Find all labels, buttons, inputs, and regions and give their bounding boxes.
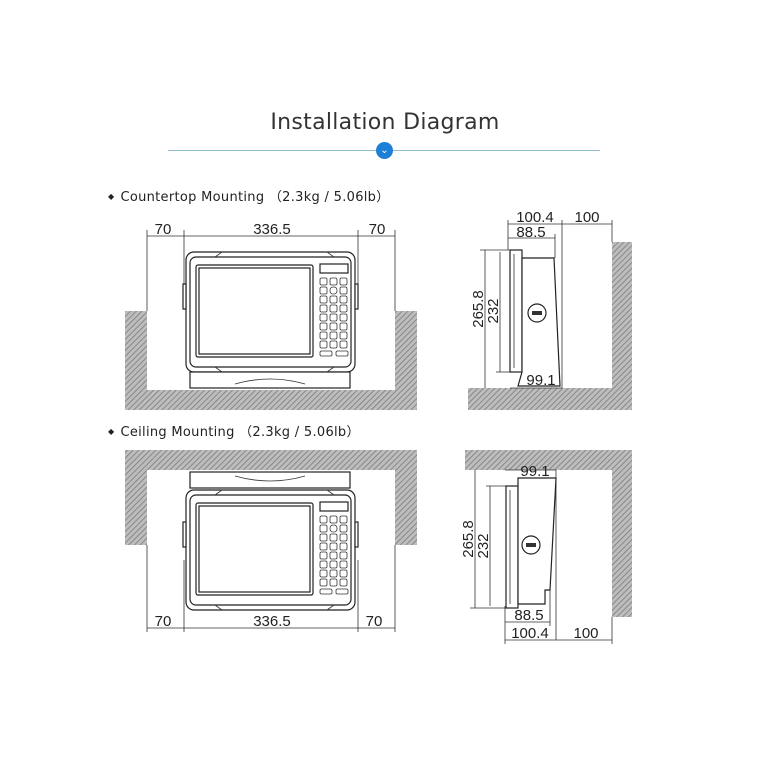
dim-base-depth: 99.1 (520, 463, 549, 480)
dim-depth-total: 100.4 (511, 625, 549, 642)
ceiling-wall (465, 450, 632, 617)
dim-width: 336.5 (253, 613, 291, 630)
countertop-surface (125, 311, 417, 410)
bullet-icon: ◆ (108, 427, 115, 436)
page-title: Installation Diagram (270, 110, 500, 135)
mount-bracket (189, 471, 351, 489)
countertop-front-view: 70 336.5 70 (125, 221, 417, 410)
dim-left-clearance: 70 (155, 613, 172, 630)
bullet-icon: ◆ (108, 192, 115, 201)
dim-height-body: 232 (475, 533, 492, 558)
mount-bracket (189, 371, 351, 389)
ceiling-section-heading: ◆ Ceiling Mounting （2.3kg / 5.06lb） (108, 421, 360, 440)
countertop-side-view: 100.4 100 88.5 265.8 232 99.1 (468, 209, 632, 410)
dim-height-body: 232 (485, 298, 502, 323)
dim-rear-clearance: 100 (574, 209, 599, 226)
dim-right-clearance: 70 (366, 613, 383, 630)
ceiling-surface (125, 450, 417, 545)
dim-height-total: 265.8 (470, 290, 487, 328)
dim-height-total: 265.8 (460, 520, 477, 558)
dim-depth-body: 88.5 (514, 607, 543, 624)
ceiling-front-view: 70 336.5 70 (125, 450, 417, 632)
dim-rear-clearance: 100 (573, 625, 598, 642)
dim-width: 336.5 (253, 221, 291, 238)
ceiling-side-view: 99.1 265.8 232 88.5 100.4 100 (460, 450, 632, 644)
dim-depth-total: 100.4 (516, 209, 554, 226)
display-unit-front (182, 251, 359, 373)
chevron-down-icon[interactable]: ⌄ (376, 142, 393, 159)
display-unit-front (182, 489, 359, 611)
countertop-section-heading: ◆ Countertop Mounting （2.3kg / 5.06lb） (108, 186, 390, 205)
dim-left-clearance: 70 (155, 221, 172, 238)
countertop-wall (468, 242, 632, 410)
ceiling-label: Ceiling Mounting （2.3kg / 5.06lb） (120, 425, 360, 440)
countertop-label: Countertop Mounting （2.3kg / 5.06lb） (120, 190, 390, 205)
dim-depth-body: 88.5 (516, 224, 545, 241)
dim-right-clearance: 70 (369, 221, 386, 238)
dim-base-depth: 99.1 (526, 372, 555, 389)
